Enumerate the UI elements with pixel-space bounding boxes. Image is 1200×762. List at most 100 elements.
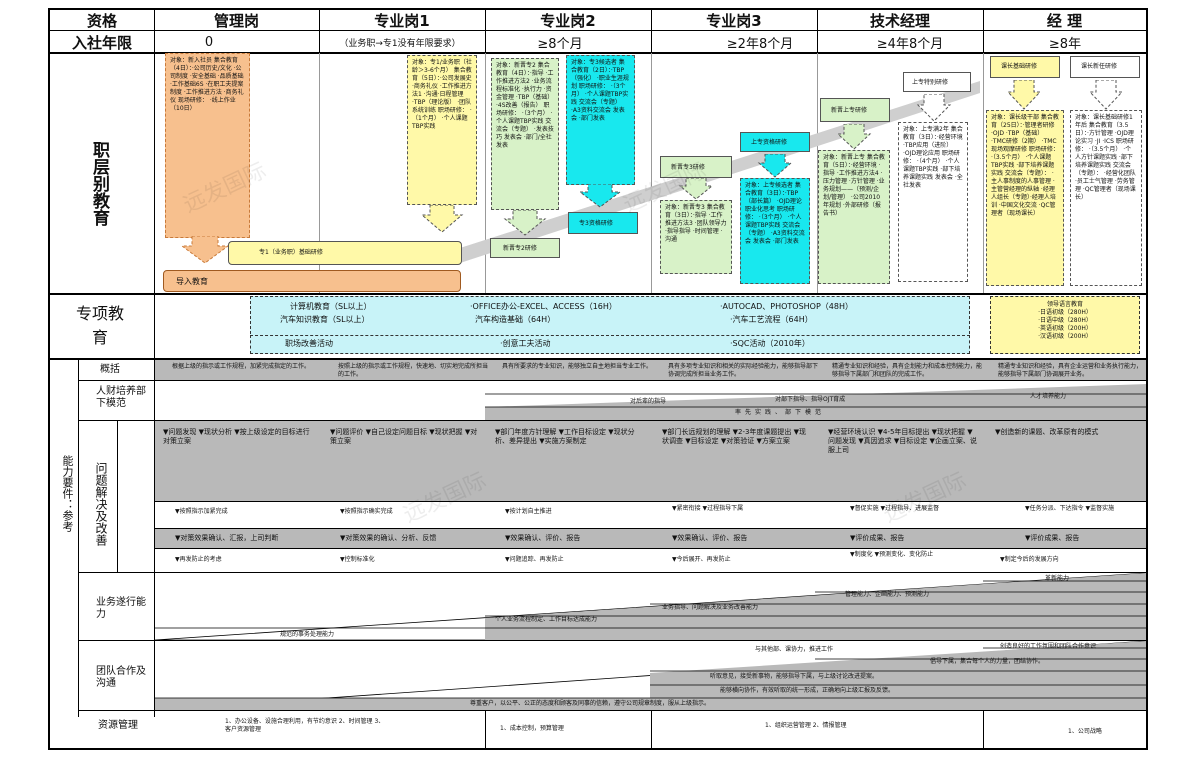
- tenure-mgr: ≥8年: [1048, 36, 1082, 52]
- problem-cell-a: ▼经营环境认识 ▼4-5年目标提出 ▼现状把握 ▼问题发现 ▼真因追求 ▼目标设…: [828, 428, 977, 454]
- up-candidate-box: 对象：上专候选者 集合教育（3日）：·TBP（部长篇） ·OJD理论 职业化思考…: [740, 178, 810, 284]
- special-edu-item: ·创意工夫活动: [500, 339, 551, 348]
- mgr-course-box: 对象：课长级干部 集合教育（25日）：·管理者研修 ·OJD ·TBP（基础） …: [986, 110, 1064, 286]
- problem-cell-d: ▼制定今后的发展方向: [1000, 556, 1059, 563]
- problem-cell-a: ▼部门年度方针理解 ▼工作目标设定 ▼现状分析、差异提出 ▼实施方案制定: [495, 428, 635, 445]
- talent-line: 人才培养能力: [1030, 393, 1067, 400]
- down-arrow-icon: [836, 124, 872, 150]
- problem-cell-d: ▼控制标准化: [340, 556, 375, 563]
- up-special-bar: 上专特别研修: [903, 72, 971, 92]
- tenure-sp1: （业务职→专1没有年限要求）: [339, 38, 461, 49]
- language-item: ·日语初级（280H）: [1038, 309, 1092, 316]
- problem-cell-b: ▼紧密衔接 ▼过程指导下属: [672, 505, 744, 512]
- tenure-label: 入社年限: [71, 33, 132, 52]
- tenure-sp3: ≥2年8个月: [726, 36, 794, 52]
- improvement-bar: [250, 335, 970, 354]
- problem-cell-a: ▼部门长远规划的理解 ▼2-3年度课题提出 ▼现状调查 ▼目标设定 ▼对策验证 …: [662, 428, 807, 445]
- special-edu-item: 汽车构造基础（64H）: [475, 315, 556, 324]
- language-edu-box: 领导语言教育 ·日语初级（280H） ·日语中级（280H） ·英语初级（200…: [990, 296, 1140, 354]
- qualification-label: 资格: [86, 11, 117, 30]
- sp3-candidate-box: 对象：专3候选者 集合教育（2日）：·TBP（强化） ·职业生涯规划 职场研修：…: [566, 55, 635, 185]
- down-arrow-icon: [1088, 80, 1124, 110]
- exec-wedge: [155, 573, 1146, 640]
- sp1-basic-bar: 专1（业务职）基础研修: [228, 241, 462, 265]
- up-special-course-box: 对象：上专满2年 集合教育（3日）：·经营环境 ·TBP应用（进阶） ·OJD理…: [898, 122, 968, 282]
- problem-area-a: [155, 421, 1146, 501]
- talent-wedge: [485, 384, 1146, 420]
- team-line: 创造良好的工作氛围和团队合作意识: [1000, 643, 1097, 650]
- team-line: 与其他部、课协力，推进工作: [755, 646, 834, 653]
- special-edu-label: 专项教育: [75, 304, 124, 347]
- position-title-sp1: 专业岗1: [374, 11, 430, 30]
- resource-cell: 1、公司战略: [1068, 728, 1102, 735]
- down-arrow-icon: [180, 236, 230, 264]
- exec-line: 革新能力: [1045, 575, 1070, 582]
- tenure-mgmt: 0: [204, 34, 214, 50]
- induction-bar: 导入教育: [163, 270, 461, 292]
- down-arrow-icon: [578, 184, 622, 208]
- problem-cell-a: ▼创造新的课题、改革原有的模式: [995, 428, 1099, 436]
- position-title-sp2: 专业岗2: [540, 11, 596, 30]
- talent-line: 对后辈的指导: [630, 398, 667, 405]
- language-edu-title: 领导语言教育: [1046, 301, 1083, 308]
- dept-new-course-box: 对象：课长基础研修1年后 集合教育（3.5日）：·方针管理 ·OJD理论实习 ·…: [1070, 110, 1142, 286]
- language-item: ·汉语初级（200H）: [1038, 333, 1092, 340]
- special-edu-item: 职场改善活动: [285, 339, 333, 348]
- problem-cell-b: ▼任务分派、下达指令 ▼监督实施: [1025, 505, 1115, 512]
- problem-cell-a: ▼问题评价 ▼自己设定问题目标 ▼现状把握 ▼对策立案: [330, 428, 478, 445]
- position-title-sp3: 专业岗3: [706, 11, 762, 30]
- problem-cell-c: ▼效果确认、评价、报告: [672, 534, 748, 542]
- team-wedge: [155, 641, 1146, 710]
- mgmt-course-box: 对象：新入社员 集合教育（4日）：·公司历史/文化 ·公司制度 ·安全基础 ·品…: [165, 53, 250, 238]
- talent-line: 对部下指导、指导OJT育成: [775, 396, 846, 403]
- special-edu-item: 计算机教育（SL以上）: [290, 302, 372, 311]
- problem-cell-d: ▼制度化 ▼预测变化、变化防止: [850, 551, 934, 558]
- position-title-tech: 技术经理: [869, 11, 930, 30]
- sp2-new-bar: 新晋专2研修: [490, 238, 560, 258]
- overview-cell: 精通专业知识和经验，具有企划能力和成本控制能力，能够指导下属部门和团队的完成工作…: [832, 363, 983, 378]
- resource-label: 资源管理: [98, 720, 138, 731]
- down-arrow-icon: [678, 178, 714, 200]
- exec-line: 管理能力、企画能力、预测能力: [845, 591, 930, 598]
- exec-line: 个人业务流程制定、工作目标达成能力: [495, 616, 598, 623]
- layer-edu-label: 职层别教育: [89, 140, 109, 226]
- overview-label: 概括: [100, 364, 120, 375]
- resource-cell: 1、组织运营管理 2、情报管理: [765, 722, 847, 729]
- overview-cell: 根据上级的指示或工作规程，加紧完成指定的工作。: [172, 363, 311, 370]
- down-arrow-icon: [503, 210, 547, 236]
- up-qual-bar: 上专资格研修: [740, 132, 810, 152]
- team-line: 倡导下属，集合每个人的力量，团结协作。: [930, 658, 1045, 665]
- team-line: 能够横向协作，有效听取的统一形成，正确地向上级汇报及反馈。: [720, 687, 895, 694]
- dept-new-bar: 课长新任研修: [1070, 56, 1140, 78]
- position-title-mgr: 经 理: [1046, 11, 1083, 30]
- problem-cell-d: ▼问题追踪、再发防止: [505, 556, 564, 563]
- special-edu-item: ·OFFICE办公-EXCEL、ACCESS（16H）: [470, 302, 617, 311]
- up-new-bar: 新晋上专研修: [820, 98, 890, 122]
- problem-cell-c: ▼评价成果、报告: [1025, 534, 1080, 542]
- dept-basic-bar: 课长基础研修: [990, 56, 1060, 78]
- special-edu-item: 汽车知识教育（SL以上）: [280, 315, 370, 324]
- team-line: 听取意见，接受新事物，能够指导下属，与上级讨论改进提案。: [710, 673, 879, 680]
- problem-cell-b: ▼按照指示确实完成: [340, 508, 393, 515]
- ability-label: 能力要件：参考: [61, 455, 74, 532]
- team-line: 尊重客户，以公平、公正的态度和顾客及同事的信赖，遵守公司规章制度，服从上级指示。: [470, 700, 711, 707]
- outer-frame: [48, 8, 1148, 750]
- problem-cell-b: ▼按计划自主推进: [505, 508, 552, 515]
- problem-cell-d: ▼再发防止的考虑: [175, 556, 222, 563]
- overview-cell: 精通专业知识和经验，具有企业运营和业务执行能力，能够指导下属部门协调展开业务。: [998, 363, 1143, 378]
- talent-label: 人财培养部下模范: [96, 386, 146, 409]
- overview-row: [155, 360, 1146, 380]
- problem-cell-c: ▼评价成果、报告: [850, 534, 905, 542]
- problem-cell-b: ▼按照指示加紧完成: [175, 508, 228, 515]
- exec-line: 业务指导、问题解决及业务改善能力: [662, 604, 759, 611]
- tenure-tech: ≥4年8个月: [876, 36, 944, 52]
- exec-label: 业务遂行能力: [96, 597, 146, 620]
- overview-cell: 按照上级的指示或工作规程，快速地、切实地完成所担当的工作。: [338, 363, 489, 378]
- sp1-course-box: 对象：专1/业务职（社龄＞3-6个月） 集合教育（5日）：·公司发展史 ·商务礼…: [407, 55, 477, 205]
- language-item: ·日语中级（280H）: [1038, 317, 1092, 324]
- sp3-qual-bar: 专3资格研修: [568, 212, 638, 234]
- overview-cell: 具有所要求的专业知识，能够独立自主地担当专业工作。: [502, 363, 653, 370]
- problem-cell-c: ▼效果确认、评价、报告: [505, 534, 581, 542]
- problem-area-c: [155, 528, 1146, 548]
- problem-label: 问题解决及改善: [94, 462, 108, 546]
